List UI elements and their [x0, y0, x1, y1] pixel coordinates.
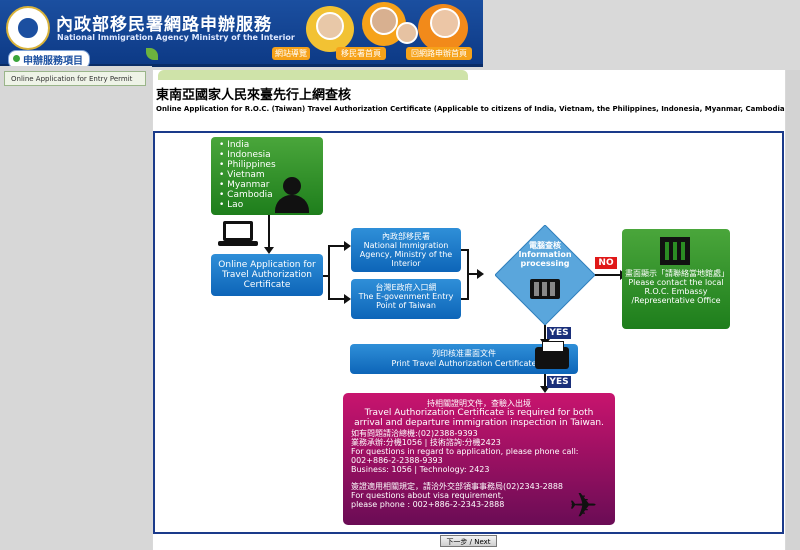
decision-diamond: 電腦查核 Information processing: [494, 224, 596, 326]
country-label: Cambodia: [227, 190, 273, 200]
arrow-down-icon: [264, 247, 274, 254]
decision-diamond-shape: [494, 224, 596, 326]
nav-online-home-button[interactable]: 回網路申辦首頁: [406, 47, 472, 60]
yes-badge: YES: [547, 376, 571, 388]
final-inspection-box: 持相關證明文件，查驗入出境 Travel Authorization Certi…: [343, 393, 615, 525]
server-slot: [550, 282, 555, 296]
country-item: • India: [219, 140, 250, 150]
connector-line: [461, 298, 469, 300]
country-item: • Lao: [219, 200, 244, 210]
arrow-right-icon: [344, 294, 351, 304]
country-label: Vietnam: [227, 170, 265, 180]
final-ext-zh: 業務承辦:分機1056 | 技術諮詢:分機2423: [351, 438, 501, 447]
nia-box: 內政部移民署 National Immigration Agency, Mini…: [351, 228, 461, 272]
arrow-down-icon: [540, 386, 550, 393]
final-label-zh: 持相關證明文件，查驗入出境: [427, 399, 531, 408]
arrow-right-icon: [477, 269, 484, 279]
countries-box: • India • Indonesia • Philippines • Viet…: [211, 137, 323, 215]
person-photo: [396, 22, 418, 44]
connector-line: [323, 275, 329, 277]
final-phone-zh: 如有問題請洽總機:(02)2388-9393: [351, 429, 478, 438]
connector-line: [461, 249, 469, 251]
final-visa-phone: please phone : 002+886-2-2343-2888: [351, 500, 505, 509]
connector-line: [328, 245, 345, 247]
country-item: • Cambodia: [219, 190, 273, 200]
leaf-icon: [146, 48, 158, 60]
decision-label: 電腦查核 Information processing: [495, 241, 595, 268]
laptop-icon: [223, 221, 253, 241]
site-subtitle: National Immigration Agency Ministry of …: [57, 33, 295, 42]
site-title: 內政部移民署網路申辦服務: [56, 15, 272, 35]
final-ext: Business: 1056 | Technology: 2423: [351, 465, 490, 474]
country-item: • Myanmar: [219, 180, 270, 190]
spacer: [351, 474, 607, 482]
decision-label-en: Information processing: [518, 250, 572, 268]
building-window: [673, 242, 677, 260]
print-label-en: Print Travel Authorization Certificate: [391, 359, 537, 368]
nia-label-zh: 內政部移民署: [382, 232, 430, 241]
building-window: [665, 242, 669, 260]
arrow-right-icon: [344, 241, 351, 251]
person-photo: [430, 8, 460, 38]
country-item: • Philippines: [219, 160, 276, 170]
flowchart: • India • Indonesia • Philippines • Viet…: [153, 131, 784, 534]
person-photo: [316, 12, 344, 40]
contact-label-en: Please contact the local R.O.C. Embassy …: [628, 278, 724, 305]
server-slot: [534, 282, 539, 296]
egov-label-en: The E-govenment Entry Point of Taiwan: [358, 292, 454, 310]
final-visa-zh: 簽證適用相關規定，請洽外交部領事事務局(02)2343-2888: [351, 482, 564, 491]
online-application-box: Online Application for Travel Authorizat…: [211, 254, 323, 296]
content-tab-strip: [158, 70, 468, 80]
printer-icon: [535, 347, 569, 369]
next-button[interactable]: 下一步 / Next: [440, 535, 497, 547]
online-application-label: Online Application for Travel Authorizat…: [218, 260, 316, 290]
contact-embassy-box: 畫面顯示「請聯絡當地館處」 Please contact the local R…: [622, 229, 730, 329]
country-label: Indonesia: [227, 150, 271, 160]
final-question-2: For questions about visa requirement,: [351, 491, 504, 500]
contact-label-zh: 畫面顯示「請聯絡當地館處」: [625, 269, 729, 278]
yes-badge: YES: [547, 327, 571, 339]
connector-line: [328, 298, 345, 300]
country-item: • Vietnam: [219, 170, 265, 180]
final-question-1: For questions in regard to application, …: [351, 447, 579, 456]
decision-label-zh: 電腦查核: [529, 241, 561, 250]
site-banner: 內政部移民署網路申辦服務 National Immigration Agency…: [0, 0, 483, 67]
country-label: Philippines: [227, 160, 276, 170]
left-sidebar: [0, 66, 152, 550]
nia-label-en: National Immigration Agency, Ministry of…: [359, 241, 453, 268]
no-badge: NO: [595, 257, 617, 269]
connector-line: [595, 274, 621, 276]
agency-emblem-icon: [6, 6, 50, 50]
final-phone: 002+886-2-2388-9393: [351, 456, 443, 465]
nav-sitemap-button[interactable]: 網站導覽: [272, 47, 310, 60]
person-photo: [370, 7, 398, 35]
country-item: • Indonesia: [219, 150, 271, 160]
egov-box: 台灣E政府入口網 The E-govenment Entry Point of …: [351, 279, 461, 319]
server-slot: [542, 282, 547, 296]
nav-nia-home-button[interactable]: 移民署首頁: [336, 47, 386, 60]
laptop-base-icon: [218, 241, 258, 246]
printer-paper-icon: [542, 341, 564, 352]
connector-line: [544, 325, 546, 341]
scrollbar[interactable]: [786, 70, 800, 550]
airplane-icon: ✈: [569, 486, 598, 526]
connector-line: [544, 374, 546, 388]
final-label-en: Travel Authorization Certificate is requ…: [354, 408, 604, 428]
building-window: [681, 242, 685, 260]
print-label-zh: 列印核准畫面文件: [432, 349, 496, 358]
sidebar-item-entry-permit[interactable]: Online Application for Entry Permit: [4, 71, 146, 86]
page-title: 東南亞國家人民來臺先行上網查核: [156, 88, 352, 103]
page-subtitle: Online Application for R.O.C. (Taiwan) T…: [156, 105, 800, 113]
person-silhouette-icon: [283, 177, 301, 195]
country-label: Lao: [227, 200, 244, 210]
connector-line: [268, 215, 270, 248]
person-body-icon: [275, 195, 309, 213]
connector-line: [328, 245, 330, 300]
egov-label-zh: 台灣E政府入口網: [375, 283, 437, 292]
country-label: Myanmar: [227, 180, 270, 190]
connector-line: [467, 273, 478, 275]
country-label: India: [227, 140, 250, 150]
final-contact-details: 如有問題請洽總機:(02)2388-9393 業務承辦:分機1056 | 技術諮…: [351, 429, 607, 509]
